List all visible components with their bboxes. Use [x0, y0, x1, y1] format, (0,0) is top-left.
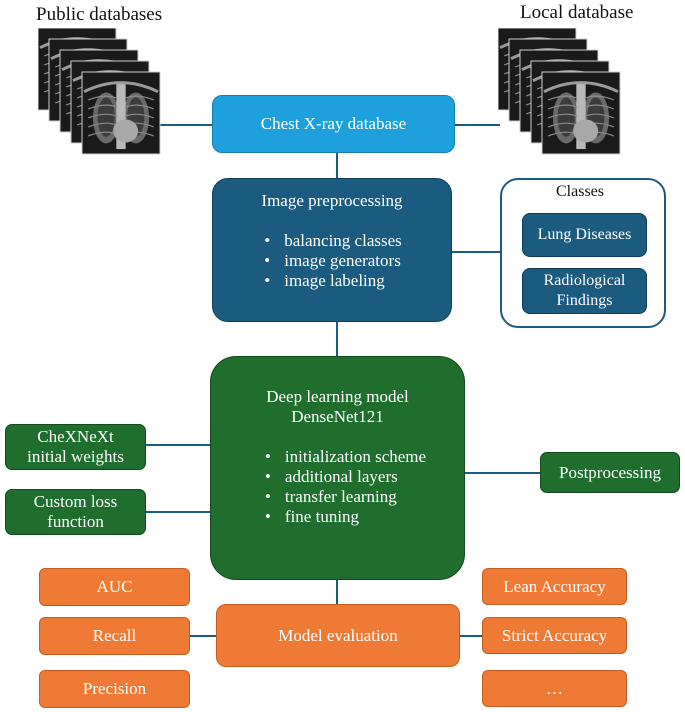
postprocessing-box: Postprocessing	[540, 452, 680, 493]
preprocessing-item: balancing classes	[262, 231, 402, 251]
model-item: transfer learning	[263, 487, 426, 507]
chexnext-weights-line2: initial weights	[27, 447, 124, 466]
metric-label: AUC	[96, 577, 133, 596]
preprocessing-item: image labeling	[262, 271, 402, 291]
model-evaluation-label: Model evaluation	[278, 625, 398, 645]
model-title: Deep learning model	[266, 387, 409, 406]
chest-xray-database-box: Chest X-ray database	[212, 95, 455, 153]
local-database-label: Local database	[520, 2, 634, 23]
classes-title: Classes	[556, 183, 604, 200]
model-item: additional layers	[263, 467, 426, 487]
chest-xray-database-label: Chest X-ray database	[260, 114, 407, 133]
metric-more: …	[482, 670, 627, 707]
metric-strict-accuracy: Strict Accuracy	[482, 617, 627, 654]
model-list: initialization scheme additional layers …	[263, 447, 426, 527]
public-databases-label: Public databases	[36, 4, 163, 25]
deep-learning-model-box: Deep learning model DenseNet121 initiali…	[210, 356, 465, 580]
class-radiological-findings: Radiological Findings	[522, 268, 647, 314]
metric-label: …	[546, 678, 563, 698]
custom-loss-box: Custom loss function	[5, 489, 146, 535]
chest-xray-stack-icon	[38, 28, 161, 155]
metric-recall: Recall	[39, 617, 190, 655]
metric-label: Recall	[92, 626, 137, 645]
image-preprocessing-box: Image preprocessing balancing classes im…	[212, 178, 452, 322]
class-lung-diseases: Lung Diseases	[522, 213, 647, 257]
image-preprocessing-title: Image preprocessing	[261, 191, 403, 210]
chest-xray-stack-icon	[498, 28, 621, 155]
custom-loss-line2: function	[47, 512, 104, 531]
custom-loss-line1: Custom loss	[33, 492, 118, 511]
chexnext-weights-line1: CheXNeXt	[37, 427, 114, 446]
metric-label: Lean Accuracy	[503, 576, 606, 596]
chexnext-weights-box: CheXNeXt initial weights	[5, 424, 146, 470]
class-label: Lung Diseases	[537, 226, 632, 243]
model-evaluation-box: Model evaluation	[216, 604, 460, 667]
metric-lean-accuracy: Lean Accuracy	[482, 568, 627, 605]
metric-label: Precision	[82, 679, 147, 698]
preprocessing-item: image generators	[262, 251, 402, 271]
model-subtitle: DenseNet121	[291, 407, 384, 426]
metric-label: Strict Accuracy	[501, 625, 608, 645]
metric-auc: AUC	[39, 568, 190, 606]
xray-film	[541, 71, 621, 155]
model-item: fine tuning	[263, 507, 426, 527]
xray-film	[81, 71, 161, 155]
metric-precision: Precision	[39, 670, 190, 708]
postprocessing-label: Postprocessing	[559, 462, 661, 482]
preprocessing-list: balancing classes image generators image…	[262, 231, 402, 291]
class-label: Radiological Findings	[543, 272, 626, 309]
model-item: initialization scheme	[263, 447, 426, 467]
